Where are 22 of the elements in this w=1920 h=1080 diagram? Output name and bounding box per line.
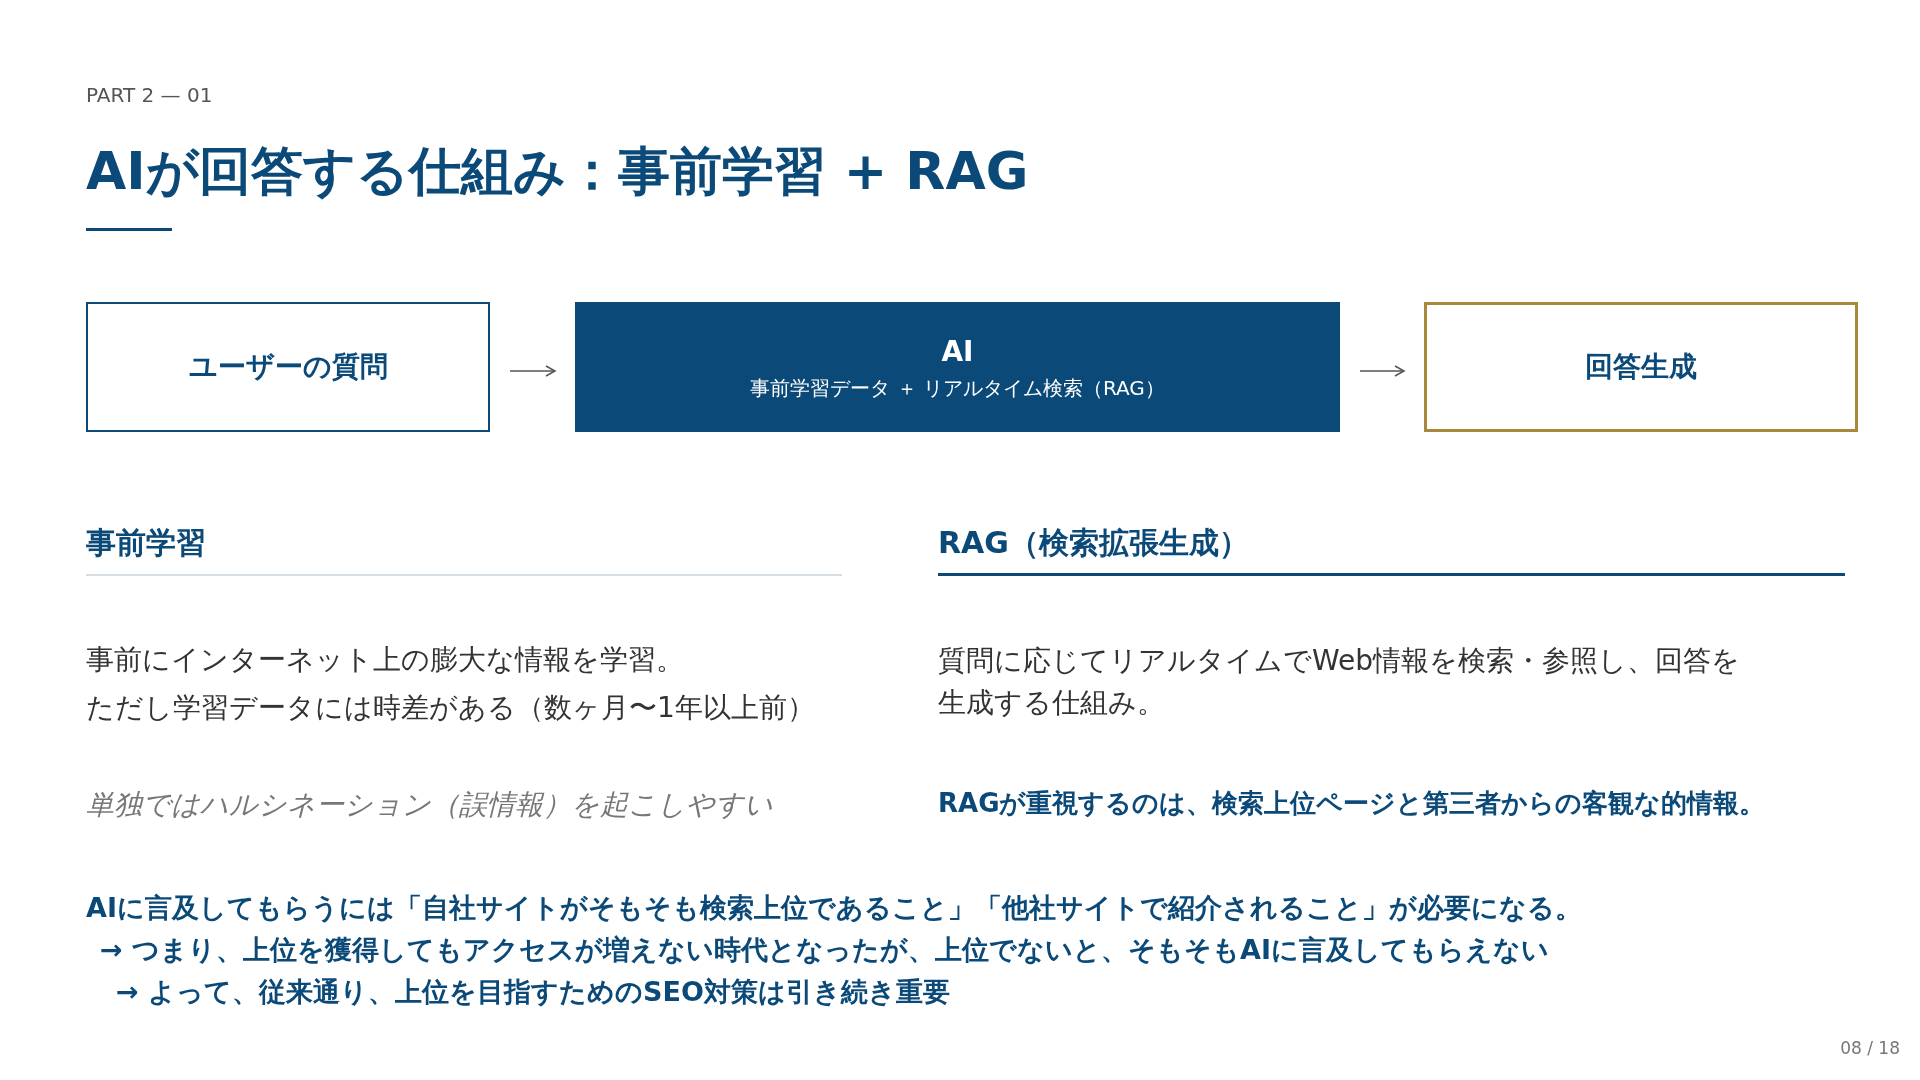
section-heading: RAG（検索拡張生成） <box>938 524 1250 562</box>
process-box <box>86 302 490 432</box>
process-box <box>1424 302 1858 432</box>
process-box <box>575 302 1340 432</box>
box-title: 回答生成 <box>1585 349 1697 385</box>
box-title: ユーザーの質問 <box>188 349 388 385</box>
body-text: 質問に応じてリアルタイムでWeb情報を検索・参照し、回答を生成する仕組み。 <box>938 643 1742 721</box>
page-number: 08 / 18 <box>1839 1037 1900 1060</box>
section-heading: 事前学習 <box>86 524 207 562</box>
page-title: AIが回答する仕組み：事前学習 + RAG <box>86 140 1029 203</box>
conclusion-text: → よって、従来通り、上位を目指すためのSEO対策は引き続き重要 <box>116 975 951 1009</box>
note-text: 単独ではハルシネーション（誤情報）を起こしやすい <box>86 787 774 823</box>
body-text: 事前にインターネット上の膨大な情報を学習。 <box>86 642 685 678</box>
section-number: PART 2 — 01 <box>86 82 214 109</box>
arrow <box>1359 365 1405 377</box>
conclusion-text: → つまり、上位を獲得してもアクセスが増えない時代となったが、上位でないと、そもそもAIに言及してもらえない <box>100 933 1550 967</box>
conclusion-text: AIに言及してもらうには「自社サイトがそもそも検索上位であること」「他社サイトで紹介されること」が必要になる。 <box>86 891 1583 925</box>
box-subtitle: 事前学習データ ＋ リアルタイム検索（RAG） <box>750 375 1165 402</box>
box-title: AI <box>941 334 974 370</box>
body-text: ただし学習データには時差がある（数ヶ月〜1年以上前） <box>86 690 816 726</box>
arrow <box>509 365 556 377</box>
emphasis-text: RAGが重視するのは、検索上位ページと第三者からの客観な的情報。 <box>938 787 1767 820</box>
